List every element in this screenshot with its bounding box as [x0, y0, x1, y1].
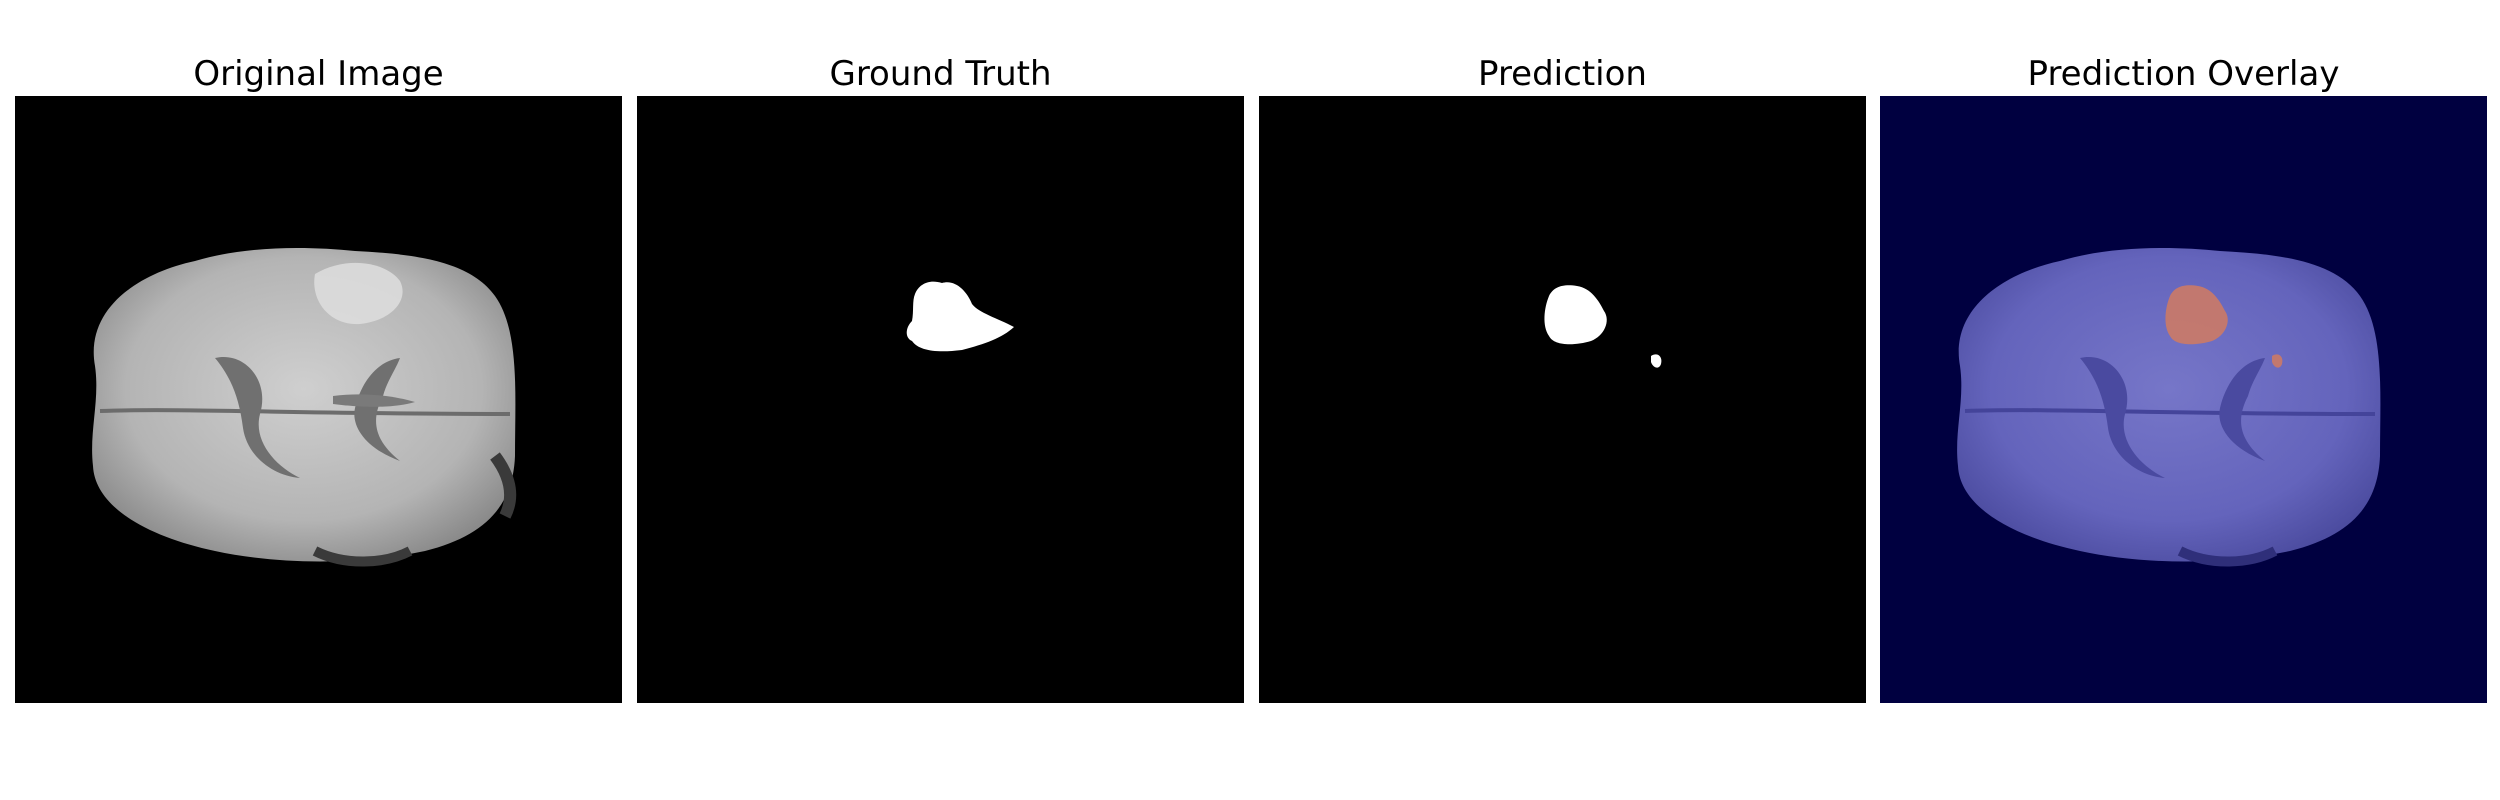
overlay-small-spot: [2272, 354, 2283, 368]
left-ventricle: [215, 356, 300, 478]
dark-edge-bottom: [312, 546, 413, 567]
panel-title-ground-truth: Ground Truth: [829, 54, 1052, 94]
panel-title-prediction-overlay: Prediction Overlay: [2027, 54, 2340, 94]
prediction-background: [1259, 96, 1866, 703]
central-ventricle: [333, 394, 415, 407]
mask-background: [637, 96, 1244, 703]
ground-truth-tumor: [906, 281, 1014, 352]
prediction-overlay-image: [1880, 96, 2487, 703]
bright-lesion: [314, 262, 403, 325]
predicted-small-spot: [1651, 354, 1662, 368]
overlay-left-ventricle: [2080, 356, 2165, 478]
overlay-brain-tissue: [1957, 248, 2381, 562]
ground-truth-mask: [637, 96, 1244, 703]
ground-truth-panel: [637, 96, 1244, 703]
overlay-dark-edge-bottom: [2177, 546, 2278, 567]
original-image-panel: [15, 96, 622, 703]
prediction-panel: [1259, 96, 1866, 703]
panel-title-original-image: Original Image: [193, 54, 444, 94]
prediction-overlay-panel: [1880, 96, 2487, 703]
original-brain-image: [15, 96, 622, 703]
dark-edge-right: [490, 452, 517, 519]
panel-title-prediction: Prediction: [1478, 54, 1647, 94]
overlay-tumor: [2165, 285, 2228, 345]
prediction-mask: [1259, 96, 1866, 703]
brain-tissue: [92, 248, 516, 562]
predicted-tumor: [1544, 285, 1607, 345]
right-ventricle: [354, 358, 400, 461]
overlay-right-ventricle: [2219, 358, 2265, 461]
